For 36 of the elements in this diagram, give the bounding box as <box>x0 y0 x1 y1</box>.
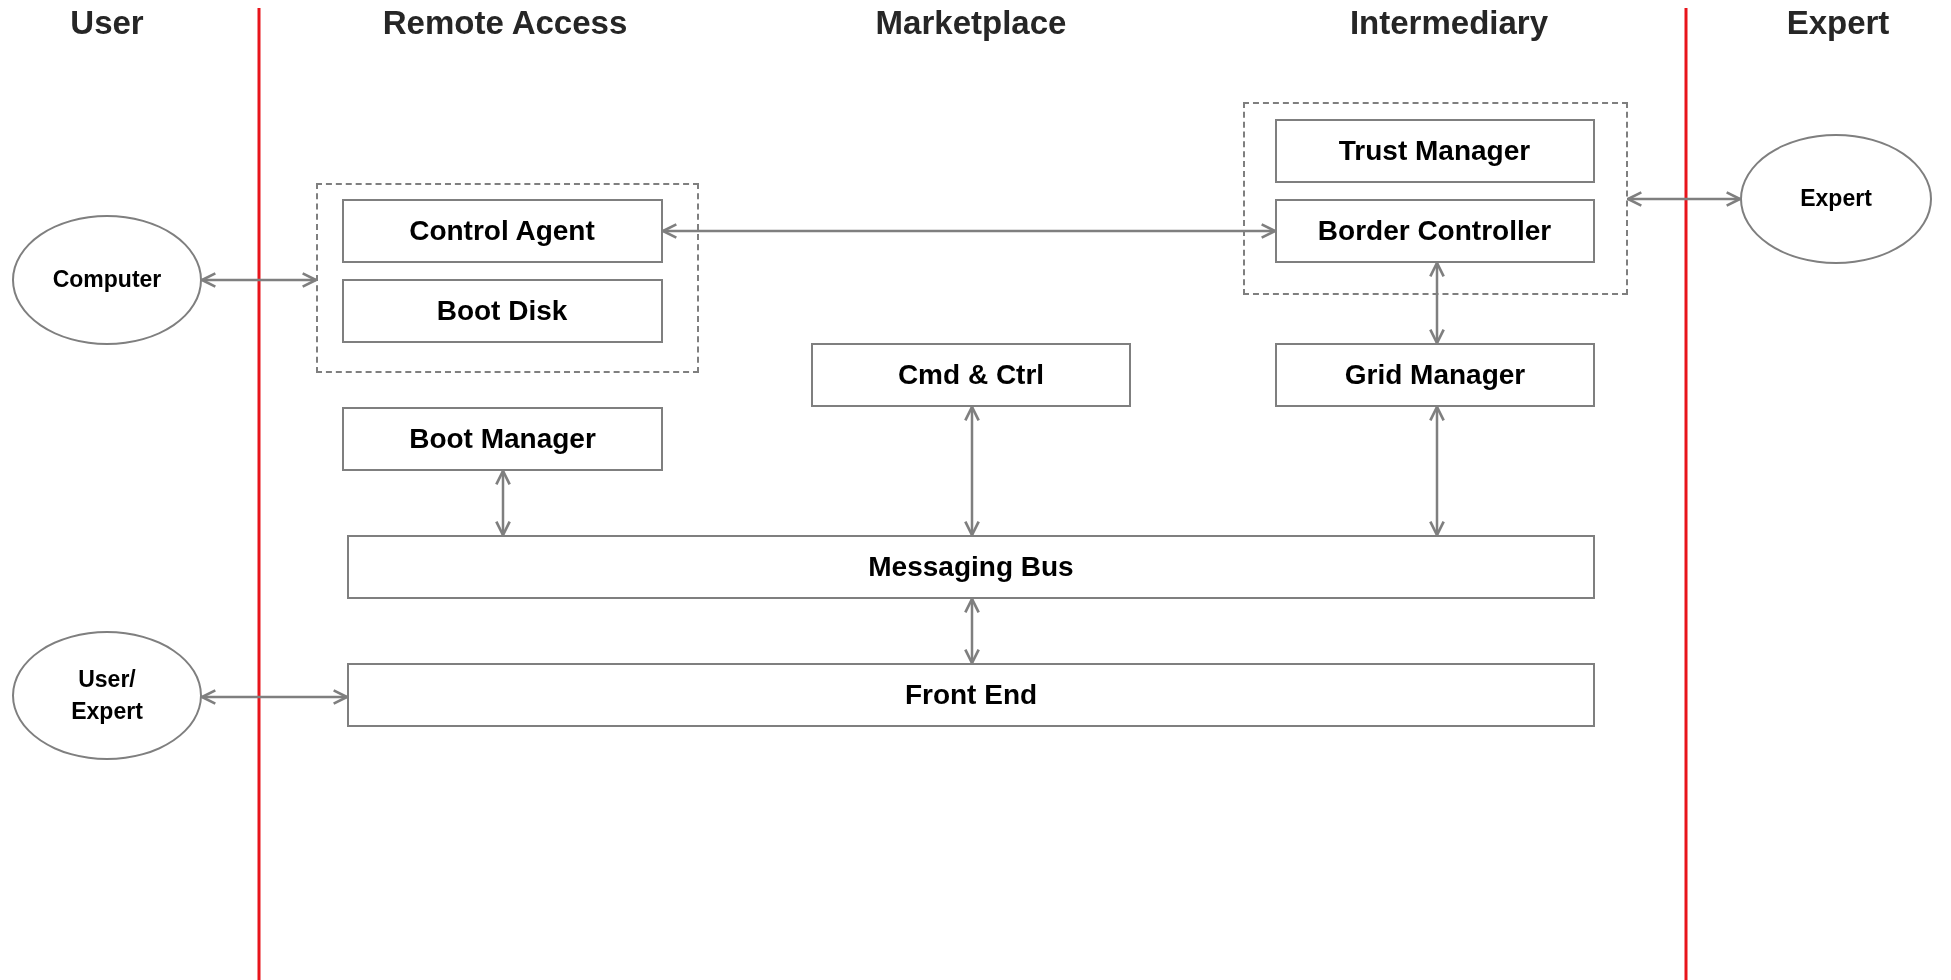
node-label: Expert <box>1800 184 1872 214</box>
lane-heading: User <box>70 4 144 42</box>
lane-heading: Intermediary <box>1349 4 1549 42</box>
node-label: Grid Manager <box>1344 358 1526 393</box>
component-box <box>347 535 1595 599</box>
node-label: Boot Manager <box>409 422 596 457</box>
dashed-group-box <box>1243 102 1628 295</box>
node-label: Control Agent <box>409 213 595 248</box>
component-box <box>341 198 663 263</box>
node-label: Front End <box>904 678 1038 713</box>
component-box <box>1274 198 1595 263</box>
double-arrow <box>200 272 318 288</box>
component-box <box>341 278 663 343</box>
double-arrow <box>1429 261 1445 345</box>
dashed-group-box <box>316 183 699 373</box>
node-label: Trust Manager <box>1338 133 1531 168</box>
component-box <box>342 407 663 471</box>
double-arrow <box>495 469 511 537</box>
double-arrow <box>964 597 980 665</box>
lane-heading: Remote Access <box>382 4 628 42</box>
lane-heading: Expert <box>1786 4 1890 42</box>
node-label: Computer <box>52 265 162 295</box>
lane-heading: Marketplace <box>875 4 1067 42</box>
component-box <box>347 663 1595 727</box>
double-arrow <box>964 405 980 537</box>
component-box <box>1274 118 1595 183</box>
double-arrow <box>1429 405 1445 537</box>
component-box <box>811 343 1131 407</box>
double-arrow <box>200 689 349 705</box>
node-label: Cmd & Ctrl <box>897 358 1045 393</box>
node-label: Boot Disk <box>436 293 568 328</box>
double-arrow <box>1626 191 1742 207</box>
node-label: Border Controller <box>1317 213 1552 248</box>
component-box <box>1275 343 1595 407</box>
node-label: Messaging Bus <box>868 550 1074 585</box>
node-label: User/ Expert <box>70 665 144 726</box>
